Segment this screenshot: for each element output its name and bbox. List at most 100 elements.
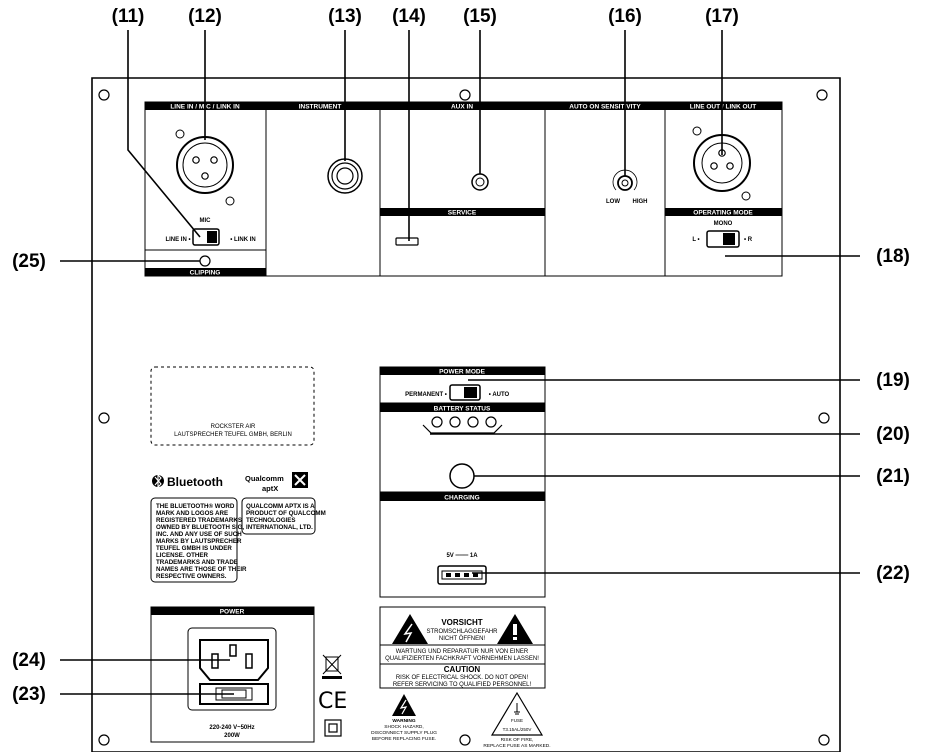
svg-text:REFER SERVICING TO QUALIFIED P: REFER SERVICING TO QUALIFIED PERSONNEL! — [393, 682, 532, 688]
power-inlet-section: POWER 220-240 V~50Hz 200W — [150, 606, 315, 743]
qualcomm-block: Qualcomm aptX — [241, 472, 316, 535]
svg-text:• LINK IN: • LINK IN — [230, 237, 255, 243]
trademark-line: NAMES ARE THOSE OF THEIR — [156, 566, 247, 573]
svg-text:200W: 200W — [224, 733, 240, 739]
trademark-line: PRODUCT OF QUALCOMM — [246, 510, 326, 517]
trademark-line: QUALCOMM APTX IS A — [246, 503, 315, 510]
trademark-line: LICENSE. OTHER — [156, 552, 208, 559]
screw-hole — [98, 89, 110, 101]
xlr-input-jack[interactable] — [176, 136, 234, 194]
trademark-line: MARKS BY LAUTSPRECHER — [156, 538, 242, 545]
instrument-header: INSTRUMENT — [299, 104, 342, 111]
callout-23: (23) — [12, 684, 46, 705]
callout-13: (13) — [328, 6, 362, 27]
line-out-section: LINE OUT / LINK OUT OPERATING MODE MONO … — [664, 101, 783, 277]
clipping-label: CLIPPING — [190, 270, 221, 277]
shock-triangle-icon — [392, 694, 416, 716]
svg-text:HIGH: HIGH — [633, 199, 648, 205]
svg-text:QUALIFIZIERTEN FACHKRAFT VORNE: QUALIFIZIERTEN FACHKRAFT VORNEHMEN LASSE… — [385, 656, 539, 662]
svg-text:DISCONNECT SUPPLY PLUG: DISCONNECT SUPPLY PLUG — [371, 730, 437, 736]
sensitivity-knob[interactable] — [617, 175, 633, 191]
callout-25: (25) — [12, 251, 46, 272]
screw-hole — [98, 412, 110, 424]
caution-panel: VORSICHT STROMSCHLAGGEFAHR NICHT ÖFFNEN!… — [379, 606, 546, 689]
callout-22: (22) — [876, 563, 910, 584]
svg-text:MONO: MONO — [714, 221, 733, 227]
aux-in-jack[interactable] — [471, 173, 489, 191]
bluetooth-block: Bluetooth — [150, 473, 238, 583]
svg-text:LOW: LOW — [606, 199, 620, 205]
trademark-line: MARK AND LOGOS ARE — [156, 510, 228, 517]
svg-text:L •: L • — [692, 237, 699, 243]
charging-header: CHARGING — [444, 495, 479, 502]
trademark-line: TRADEMARKS AND TRADE — [156, 559, 238, 566]
callout-17: (17) — [705, 6, 739, 27]
instrument-section: INSTRUMENT — [265, 101, 381, 277]
clipping-led — [199, 255, 211, 267]
weee-bin-icon — [322, 654, 342, 679]
fuse-triangle-icon — [490, 691, 544, 736]
callout-14: (14) — [392, 6, 426, 27]
trademark-line: TEUFEL GMBH IS UNDER — [156, 545, 232, 552]
trademark-line: INTERNATIONAL, LTD. — [246, 524, 313, 531]
service-usb-port[interactable] — [395, 237, 419, 246]
power-mode-section: POWER MODE PERMANENT • • AUTO — [379, 366, 546, 404]
screw-hole — [459, 734, 471, 746]
callout-20: (20) — [876, 424, 910, 445]
class-ii-icon — [324, 719, 342, 737]
callout-18: (18) — [876, 246, 910, 267]
svg-text:CAUTION: CAUTION — [444, 665, 481, 674]
svg-text:5V ═══ 1A: 5V ═══ 1A — [446, 553, 478, 559]
trademark-line: THE BLUETOOTH® WORD — [156, 503, 235, 510]
battery-status-header: BATTERY STATUS — [434, 406, 491, 413]
line-out-header: LINE OUT / LINK OUT — [690, 104, 756, 111]
trademark-line: INC. AND ANY USE OF SUCH — [156, 531, 242, 538]
svg-text:FUSE: FUSE — [511, 718, 523, 723]
trademark-line: RESPECTIVE OWNERS. — [156, 573, 227, 580]
screw-hole — [459, 89, 471, 101]
ce-mark: CE — [318, 689, 347, 714]
svg-text:LAUTSPRECHER TEUFEL GMBH, BERL: LAUTSPRECHER TEUFEL GMBH, BERLIN — [174, 432, 292, 438]
svg-text:T3.15AL/250V: T3.15AL/250V — [503, 727, 532, 732]
aux-in-header: AUX IN — [451, 104, 473, 111]
screw-hole — [818, 734, 830, 746]
trademark-line: REGISTERED TRADEMARKS — [156, 517, 242, 524]
svg-text:BEFORE REPLACING FUSE.: BEFORE REPLACING FUSE. — [372, 736, 436, 742]
svg-text:WARTUNG UND REPARATUR NUR VON: WARTUNG UND REPARATUR NUR VON EINER — [396, 649, 529, 655]
svg-text:LINE IN •: LINE IN • — [165, 237, 190, 243]
charging-section: CHARGING 5V ═══ 1A — [379, 492, 546, 598]
battery-led-1 — [431, 416, 443, 428]
svg-text:WARNING: WARNING — [392, 718, 415, 724]
usb-charging-port[interactable] — [437, 565, 487, 585]
battery-led-3 — [467, 416, 479, 428]
panel-outline — [91, 77, 841, 752]
callout-11: (11) — [112, 6, 145, 27]
svg-text:VORSICHT: VORSICHT — [441, 618, 482, 627]
auto-on-header: AUTO ON SENSITIVITY — [569, 104, 641, 111]
callout-19: (19) — [876, 370, 910, 391]
auto-on-section: AUTO ON SENSITIVITY LOW HIGH — [544, 101, 666, 277]
callout-12: (12) — [188, 6, 222, 27]
instrument-jack[interactable] — [327, 158, 363, 194]
iec-power-socket[interactable] — [199, 639, 269, 681]
fuse-warning: FUSE T3.15AL/250V RISK OF FIRE, REPLACE … — [483, 691, 551, 749]
qualcomm-logo: Qualcomm — [245, 474, 284, 483]
battery-status-button[interactable] — [449, 463, 475, 489]
svg-text:REPLACE FUSE AS MARKED.: REPLACE FUSE AS MARKED. — [483, 743, 550, 749]
screw-hole — [818, 412, 830, 424]
operating-mode-header: OPERATING MODE — [693, 210, 753, 217]
battery-status-section: BATTERY STATUS — [379, 403, 546, 493]
callout-21: (21) — [876, 466, 910, 487]
bluetooth-logo: Bluetooth — [167, 475, 223, 489]
svg-text:PERMANENT •: PERMANENT • — [405, 392, 447, 398]
screw-hole — [816, 89, 828, 101]
shock-warning-icon — [392, 614, 428, 644]
compliance-marks: CE — [318, 654, 347, 737]
callout-16: (16) — [608, 6, 642, 27]
svg-text:STROMSCHLAGGEFAHR: STROMSCHLAGGEFAHR — [426, 629, 498, 635]
callout-24: (24) — [12, 650, 46, 671]
battery-led-2 — [449, 416, 461, 428]
